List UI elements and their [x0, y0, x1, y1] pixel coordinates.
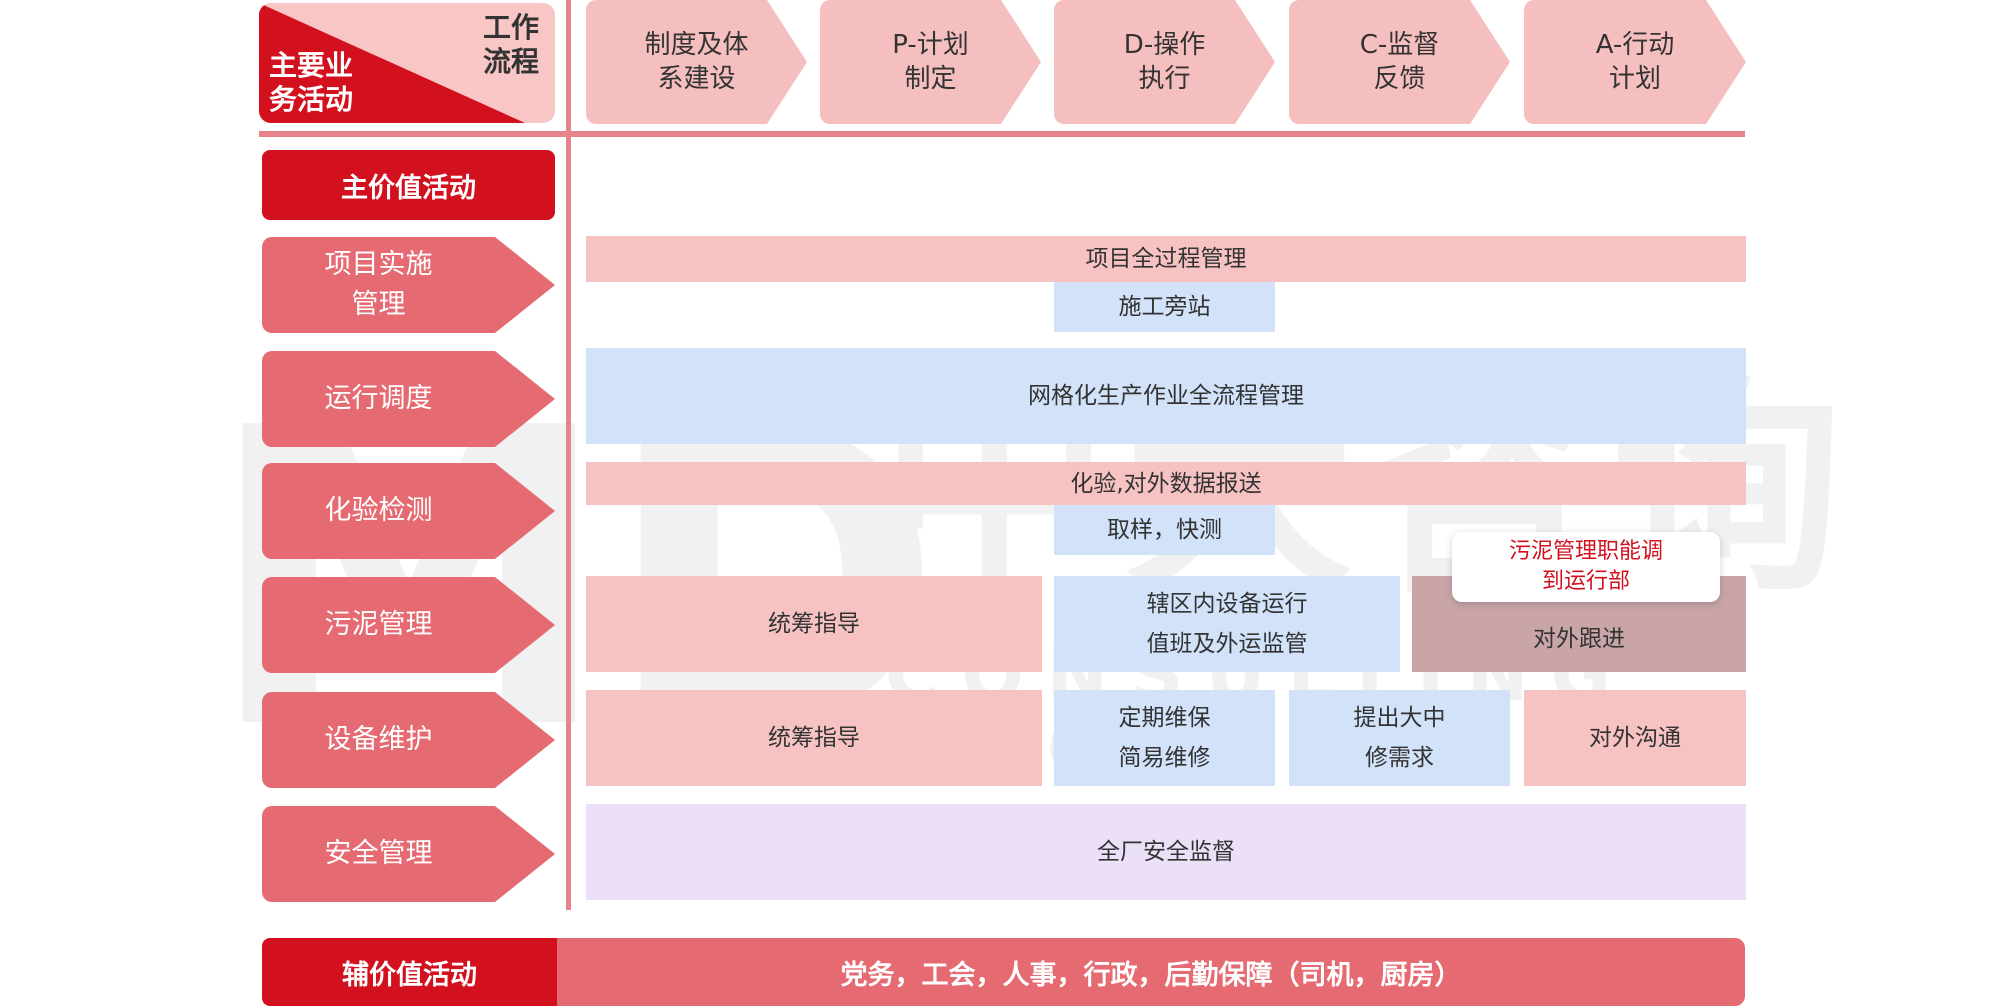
corner-main-activities-label: 主要业 务活动 [269, 49, 354, 116]
column-divider [566, 0, 571, 910]
step-plan: P-计划 制定 [820, 0, 1041, 124]
header-divider [259, 131, 1745, 137]
cell-equipment-maintenance: 定期维保 简易维修 [1054, 690, 1275, 786]
sludge-transfer-callout: 污泥管理职能调 到运行部 [1452, 532, 1720, 602]
cell-sludge-coordination: 统筹指导 [586, 576, 1042, 672]
step-act: A-行动 计划 [1524, 0, 1746, 124]
aux-value-label: 辅价值活动 [262, 938, 557, 1006]
cell-construction-supervision: 施工旁站 [1054, 282, 1275, 332]
activity-operation-dispatch: 运行调度 [262, 351, 555, 447]
cell-equipment-external: 对外沟通 [1524, 690, 1746, 786]
corner-diagonal-shape [259, 3, 555, 123]
activity-equipment-maintenance: 设备维护 [262, 692, 555, 788]
activity-lab-testing: 化验检测 [262, 463, 555, 559]
cell-grid-production: 网格化生产作业全流程管理 [586, 348, 1746, 444]
corner-workflow-label: 工作 流程 [482, 11, 539, 78]
step-do: D-操作 执行 [1054, 0, 1275, 124]
activity-safety-management: 安全管理 [262, 806, 555, 902]
cell-safety-supervision: 全厂安全监督 [586, 804, 1746, 900]
cell-lab-data-reporting: 化验,对外数据报送 [586, 462, 1746, 505]
header-corner: 工作 流程 主要业 务活动 [259, 3, 555, 123]
cell-equipment-overhaul: 提出大中 修需求 [1289, 690, 1510, 786]
cell-sampling-quick-test: 取样，快测 [1054, 505, 1275, 555]
step-check: C-监督 反馈 [1289, 0, 1510, 124]
cell-sludge-operation: 辖区内设备运行 值班及外运监管 [1054, 576, 1400, 672]
main-value-label: 主价值活动 [262, 150, 555, 220]
activity-project-management: 项目实施 管理 [262, 237, 555, 333]
aux-value-content: 党务，工会，人事，行政，后勤保障（司机，厨房） [557, 938, 1745, 1006]
cell-project-full-process: 项目全过程管理 [586, 236, 1746, 282]
cell-equipment-coordination: 统筹指导 [586, 690, 1042, 786]
step-system-building: 制度及体 系建设 [586, 0, 807, 124]
activity-sludge-management: 污泥管理 [262, 577, 555, 673]
